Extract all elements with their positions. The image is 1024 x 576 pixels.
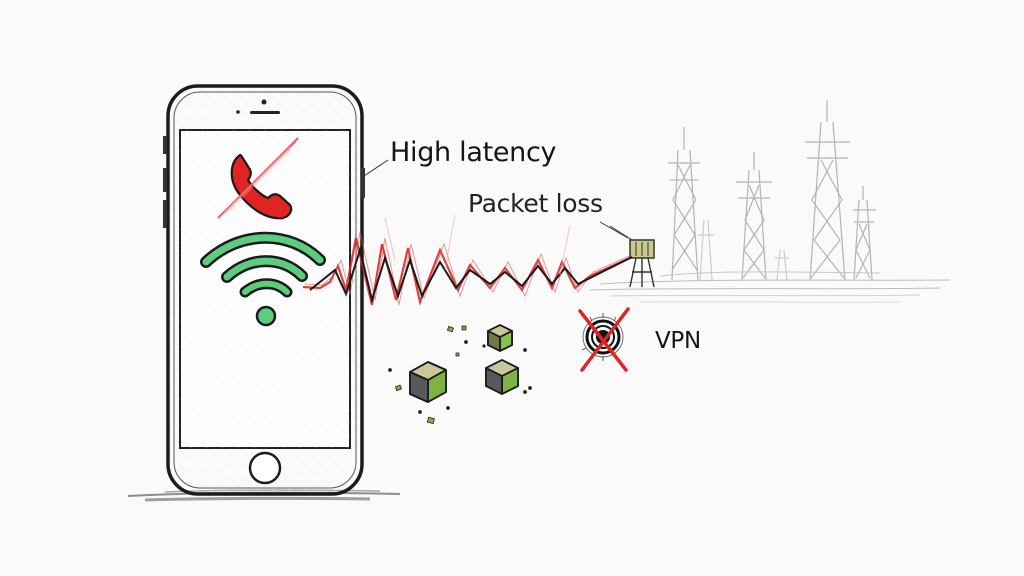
packet-icon: [487, 324, 513, 352]
speaker: [250, 111, 280, 114]
power-pylon-icon: [853, 186, 876, 281]
vpn-label: VPN: [655, 328, 701, 354]
packet-loss-leader-line: [599, 221, 629, 239]
power-pylon-icon: [736, 152, 772, 281]
vpn-icon: [578, 307, 630, 372]
latency-leader-line: [363, 159, 389, 177]
high-latency-label: High latency: [390, 137, 557, 168]
lost-packets: [409, 324, 519, 403]
home-button[interactable]: [248, 451, 282, 485]
phone: [163, 84, 365, 496]
ground: [589, 271, 951, 303]
power-pylon-icon: [805, 100, 850, 281]
background-scene: [668, 100, 876, 281]
packet-debris: [388, 325, 532, 425]
packet-loss-label: Packet loss: [468, 189, 603, 218]
signal-line: [302, 214, 633, 306]
wifi-icon: [200, 231, 326, 327]
cell-tower-icon: [609, 225, 655, 288]
phone-call-icon: [217, 137, 299, 220]
front-camera: [261, 99, 267, 105]
power-pylon-icon: [668, 127, 700, 281]
packet-icon: [409, 361, 447, 403]
packet-icon: [485, 359, 519, 395]
cross-out-x: [578, 307, 630, 372]
